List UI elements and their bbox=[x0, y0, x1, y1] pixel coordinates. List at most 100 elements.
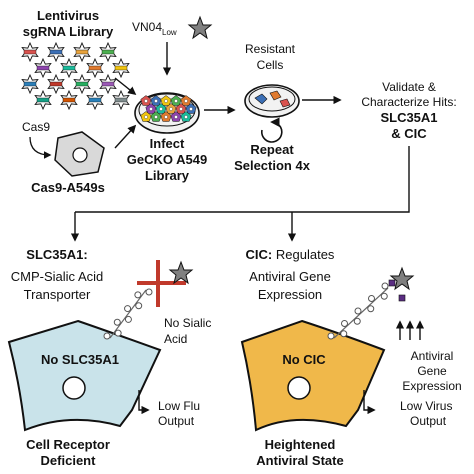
resistant-label: Resistant bbox=[245, 42, 296, 56]
virion-icon bbox=[47, 73, 65, 95]
virion-icon bbox=[112, 57, 130, 79]
selection-4x-label: Selection 4x bbox=[234, 158, 311, 173]
library-cell-icon bbox=[150, 95, 162, 106]
sugar-bead-icon bbox=[114, 329, 122, 337]
cas9-nucleus-icon bbox=[72, 147, 88, 163]
virus-label: VN04Low bbox=[132, 20, 177, 37]
slc35a1-desc-line1: CMP-Sialic Acid bbox=[11, 269, 103, 284]
sugar-bead-icon bbox=[380, 292, 388, 300]
cell-receptor-label: Cell Receptor bbox=[26, 437, 110, 452]
flu-virus-star-icon bbox=[168, 260, 194, 285]
repeat-cycle-icon bbox=[261, 117, 283, 143]
library-cell-icon bbox=[180, 95, 192, 106]
library-cell-icon bbox=[155, 103, 167, 114]
sialic-acid-icon bbox=[388, 279, 396, 287]
virion-icon bbox=[47, 41, 65, 63]
virion-icon bbox=[99, 41, 117, 63]
virus-bound-star-icon bbox=[389, 266, 415, 291]
antiviral-label: Antiviral bbox=[411, 349, 454, 363]
sialylated-receptor-chain-icon bbox=[327, 279, 406, 340]
library-cell-icon bbox=[165, 103, 177, 114]
virion-icon bbox=[34, 57, 52, 79]
cic-cell-icon bbox=[240, 319, 386, 432]
antiviral-state-label: Antiviral State bbox=[256, 453, 343, 468]
sugar-bead-icon bbox=[103, 332, 111, 340]
infect-label: Infect bbox=[150, 136, 185, 151]
upregulation-arrows-icon bbox=[395, 320, 425, 340]
library-cell-icon bbox=[150, 111, 162, 122]
cells-label: Cells bbox=[257, 58, 284, 72]
acid-label: Acid bbox=[164, 332, 187, 346]
library-cell-icon bbox=[140, 111, 152, 122]
sialic-acid-icon bbox=[398, 294, 406, 302]
low-flu-arrow bbox=[138, 390, 150, 415]
virion-icon bbox=[60, 89, 78, 111]
no-cic-label: No CIC bbox=[282, 352, 326, 367]
virion-icon bbox=[21, 73, 39, 95]
sugar-bead-icon bbox=[135, 302, 143, 310]
lentivirus-label: Lentivirus bbox=[37, 8, 99, 23]
cas9-arrow bbox=[29, 136, 52, 159]
lentivirus-library-icon bbox=[21, 41, 130, 111]
library-cell-icon bbox=[160, 111, 172, 122]
hit-cic-label: & CIC bbox=[391, 126, 427, 141]
cic-heading: CIC: Regulates bbox=[246, 247, 335, 262]
blocked-cross-icon bbox=[137, 260, 186, 307]
sugar-bead-icon bbox=[340, 330, 348, 338]
sugar-bead-icon bbox=[368, 295, 375, 302]
virion-icon bbox=[34, 89, 52, 111]
sugar-bead-icon bbox=[354, 307, 362, 315]
sugar-bead-icon bbox=[145, 288, 153, 296]
library-cell-icon bbox=[145, 103, 157, 114]
virion-icon bbox=[86, 57, 104, 79]
library-cell-icon bbox=[175, 103, 187, 114]
low-virus-arrow bbox=[363, 390, 376, 415]
sugar-bead-icon bbox=[113, 318, 121, 326]
no-slc35a1-label: No SLC35A1 bbox=[41, 352, 119, 367]
gecko-a549-label: GeCKO A549 bbox=[127, 152, 207, 167]
low-virus-output-label: Output bbox=[410, 414, 447, 428]
sugar-bead-icon bbox=[124, 315, 132, 323]
virion-icon bbox=[86, 89, 104, 111]
cas9-label: Cas9 bbox=[22, 120, 50, 134]
library-cell-icon bbox=[180, 111, 192, 122]
cic-desc-line1: Antiviral Gene bbox=[249, 269, 331, 284]
sugar-bead-icon bbox=[124, 305, 132, 313]
sugar-bead-icon bbox=[353, 317, 361, 325]
virion-icon bbox=[73, 41, 91, 63]
cic-nucleus-icon bbox=[287, 376, 311, 400]
library-label: Library bbox=[145, 168, 190, 183]
library-arrow bbox=[114, 77, 137, 96]
library-cell-icon bbox=[160, 95, 172, 106]
sugar-bead-icon bbox=[341, 320, 348, 327]
slc35a1-heading: SLC35A1: bbox=[26, 247, 87, 262]
library-cell-icon bbox=[170, 111, 182, 122]
validate-label: Validate & bbox=[382, 80, 436, 94]
no-sialic-label: No Sialic bbox=[164, 316, 211, 330]
library-cell-icon bbox=[170, 95, 182, 106]
heightened-label: Heightened bbox=[265, 437, 336, 452]
library-cell-icon bbox=[185, 103, 197, 114]
characterize-hits-label: Characterize Hits: bbox=[361, 95, 456, 109]
slc35a1-cell-icon bbox=[7, 319, 162, 432]
slc35a1-nucleus-icon bbox=[62, 376, 86, 400]
sugar-bead-icon bbox=[134, 291, 142, 299]
virion-icon bbox=[112, 89, 130, 111]
resistant-cells-dish-icon bbox=[244, 84, 300, 118]
low-virus-label: Low Virus bbox=[400, 399, 452, 413]
virion-icon bbox=[73, 73, 91, 95]
receptor-chain-icon bbox=[103, 288, 153, 340]
hit-slc35a1-label: SLC35A1 bbox=[380, 110, 437, 125]
deficient-label: Deficient bbox=[41, 453, 97, 468]
virion-icon bbox=[21, 41, 39, 63]
sugar-bead-icon bbox=[367, 305, 375, 313]
low-flu-output-label: Output bbox=[158, 414, 195, 428]
sugar-bead-icon bbox=[381, 282, 389, 290]
cas9-a549s-label: Cas9-A549s bbox=[31, 180, 105, 195]
gecko-library-dish-icon bbox=[134, 92, 200, 134]
virion-icon bbox=[60, 57, 78, 79]
repeat-label: Repeat bbox=[250, 142, 294, 157]
slc35a1-desc-line2: Transporter bbox=[24, 287, 91, 302]
low-flu-label: Low Flu bbox=[158, 399, 200, 413]
